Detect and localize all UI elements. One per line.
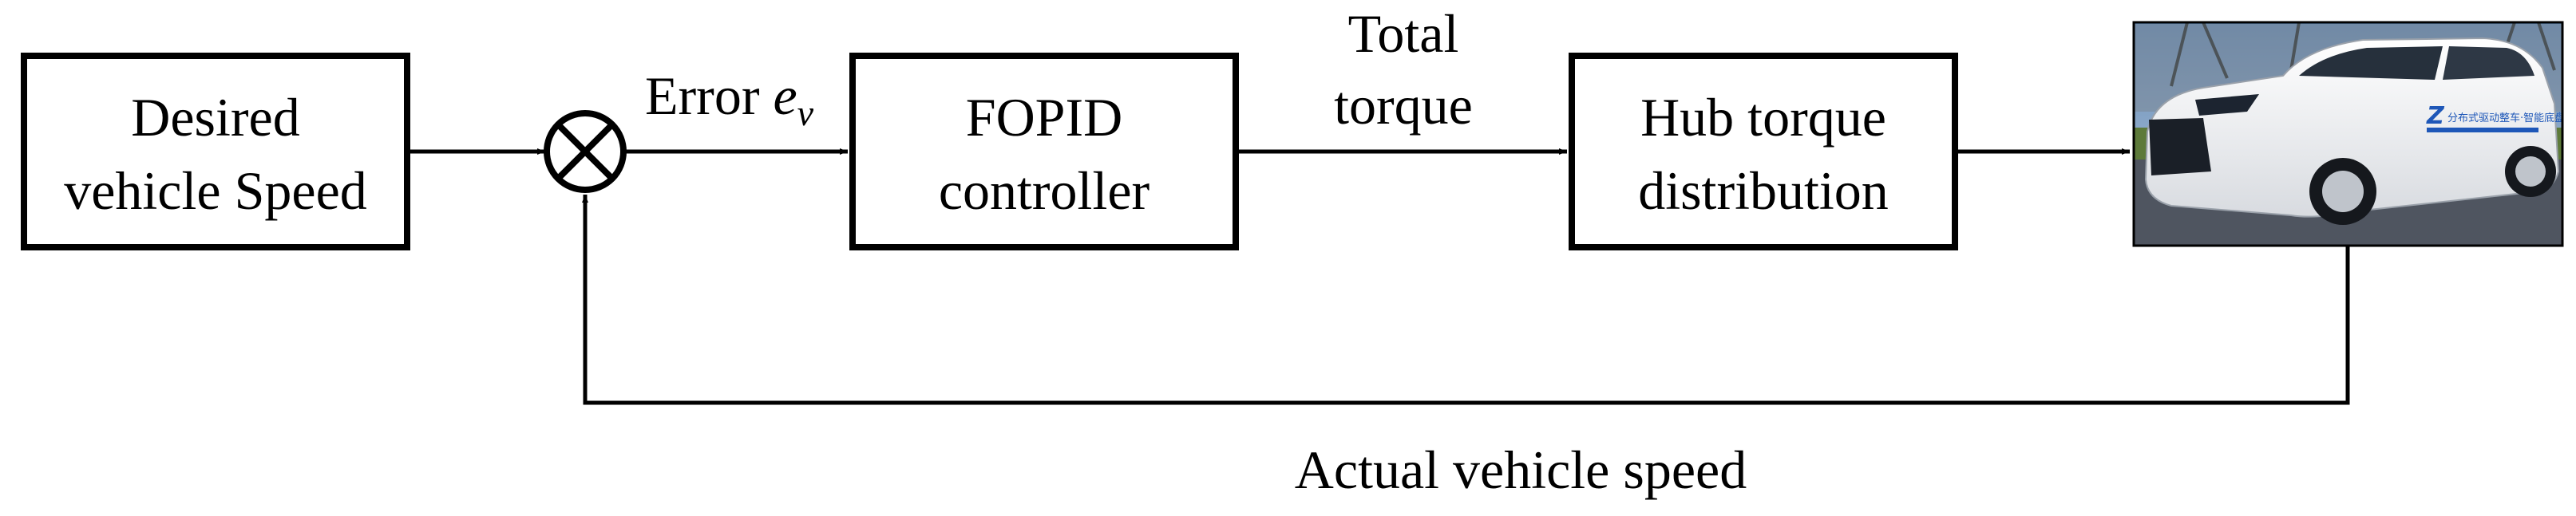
hub-torque-distribution-block: Hub torque distribution [1569,53,1958,250]
torque-label-line2: torque [1334,75,1473,136]
vehicle-decal-text: 分布式驱动整车·智能底盘 [2447,112,2565,124]
distribution-line2: distribution [1638,160,1889,221]
feedback-label: Actual vehicle speed [1295,439,1747,500]
controller-line1: FOPID [966,87,1123,148]
error-label: Error ev [645,65,814,133]
distribution-line1: Hub torque [1640,87,1886,148]
summing-junction [544,110,627,193]
vehicle-photo: Z 分布式驱动整车·智能底盘 [2132,21,2565,247]
controller-line2: controller [939,160,1150,221]
fopid-controller-block: FOPID controller [849,53,1239,250]
torque-label-line1: Total [1348,3,1459,64]
desired-speed-line1: Desired [131,87,299,148]
vehicle-decal-letter: Z [2426,102,2445,130]
feedback-path [582,195,2350,405]
desired-speed-block: Desired vehicle Speed [21,53,410,250]
desired-speed-line2: vehicle Speed [64,160,367,221]
